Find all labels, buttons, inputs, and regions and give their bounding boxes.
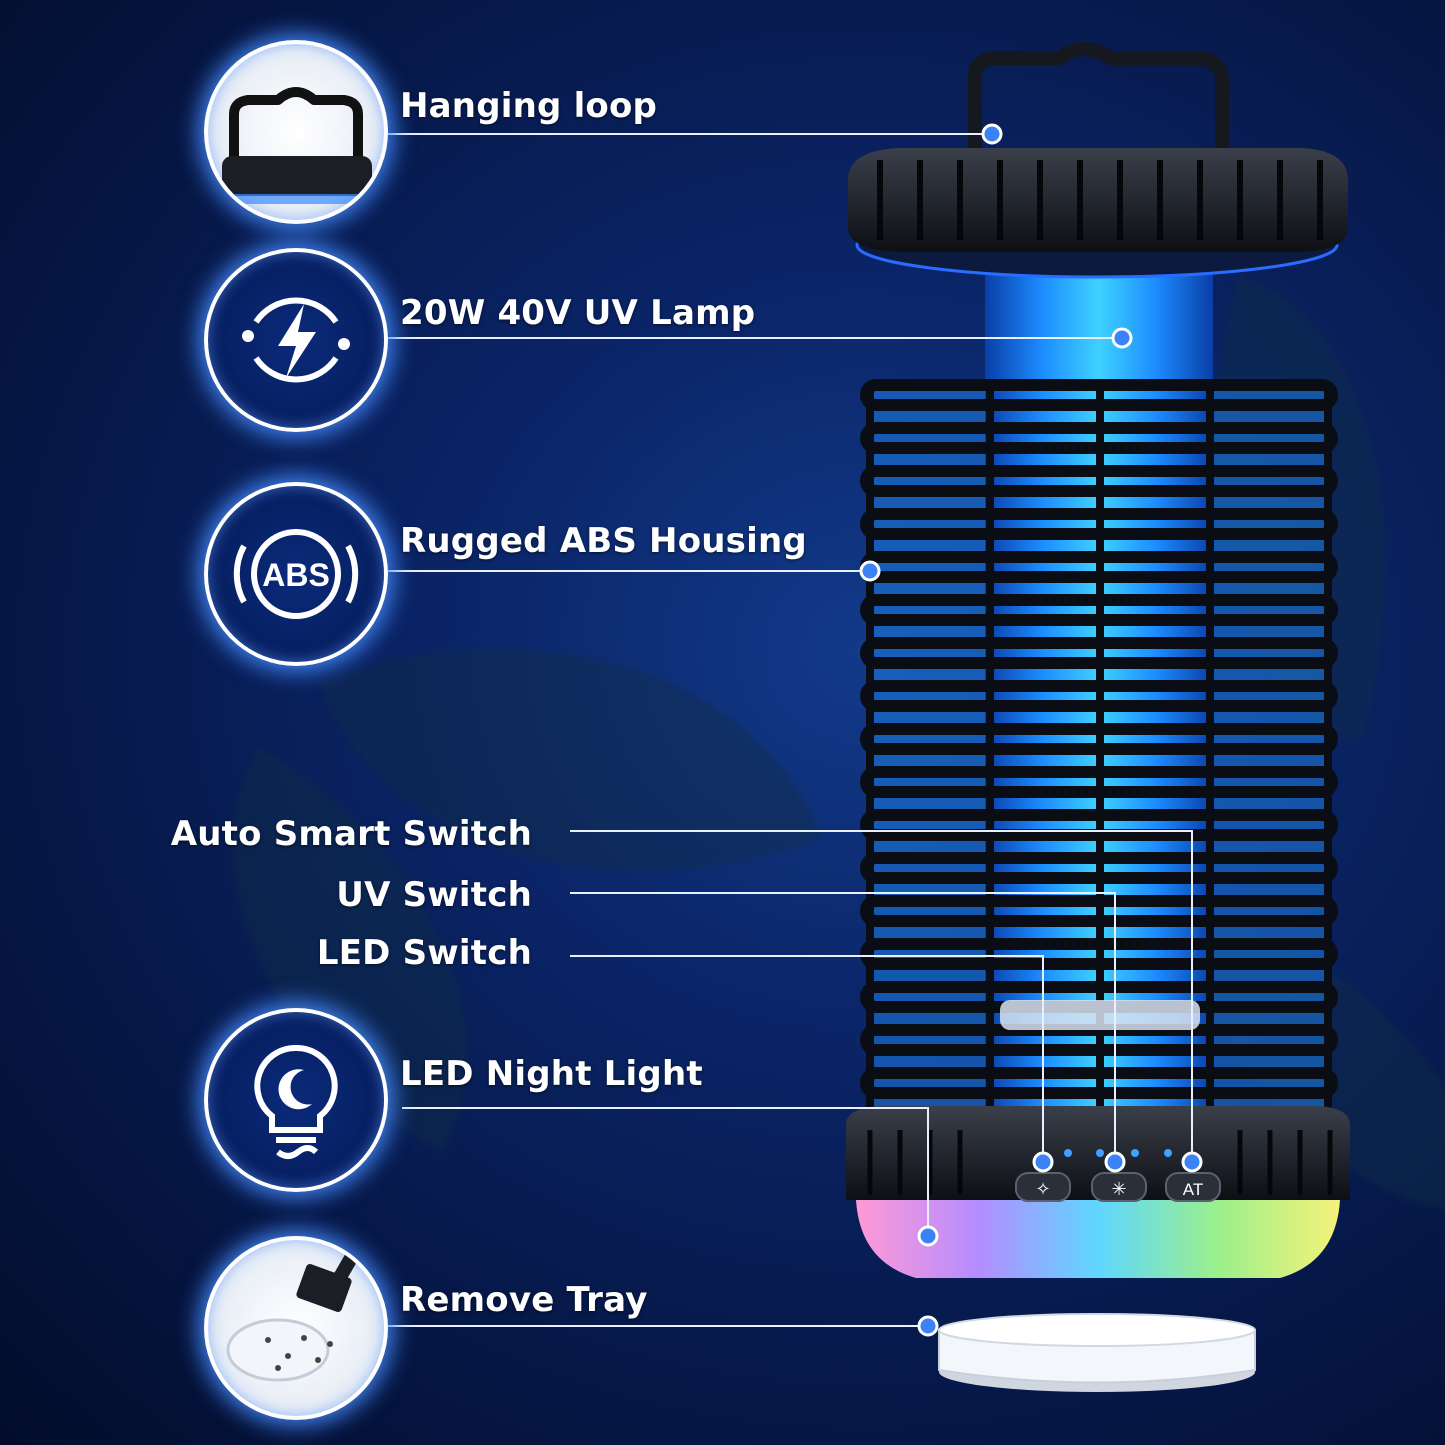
uv-lamp-badge bbox=[204, 248, 388, 432]
remove-tray-badge bbox=[204, 1236, 388, 1420]
lightning-bolt-icon bbox=[242, 297, 350, 383]
uv-lamp-label: 20W 40V UV Lamp bbox=[400, 293, 756, 333]
housing-label: Rugged ABS Housing bbox=[400, 521, 807, 561]
abs-icon: ABS bbox=[233, 529, 359, 619]
uv-burst-icon: ✳ bbox=[1111, 1179, 1126, 1200]
auto-switch-label: Auto Smart Switch bbox=[170, 814, 532, 854]
removable-tray-top bbox=[938, 1313, 1256, 1347]
svg-text:ABS: ABS bbox=[262, 557, 330, 593]
uv-switch-button bbox=[1091, 1172, 1147, 1202]
hanging-loop-badge bbox=[204, 40, 388, 224]
remove-tray-label: Remove Tray bbox=[400, 1280, 648, 1320]
uv-switch-label: UV Switch bbox=[336, 875, 532, 915]
moon-bulb-icon bbox=[254, 1044, 338, 1159]
led-switch-button bbox=[1015, 1172, 1071, 1202]
hanging-loop-icon bbox=[222, 87, 372, 204]
auto-button-label: AT bbox=[1183, 1180, 1203, 1199]
tray-cleaning-brush-icon bbox=[226, 1248, 361, 1382]
bulb-icon: ✧ bbox=[1035, 1179, 1050, 1200]
top-cap-ridges bbox=[877, 160, 1323, 240]
hanging-loop bbox=[968, 42, 1229, 160]
led-switch-label: LED Switch bbox=[316, 933, 532, 973]
night-light-label: LED Night Light bbox=[400, 1054, 703, 1094]
top-cap bbox=[848, 148, 1348, 252]
auto-switch-button bbox=[1165, 1172, 1221, 1202]
rgb-night-light-ring bbox=[856, 1200, 1340, 1278]
night-light-badge bbox=[204, 1008, 388, 1192]
hanging-loop-label: Hanging loop bbox=[400, 86, 658, 126]
housing-badge: ABS bbox=[204, 482, 388, 666]
inner-reflector bbox=[1000, 1000, 1200, 1030]
